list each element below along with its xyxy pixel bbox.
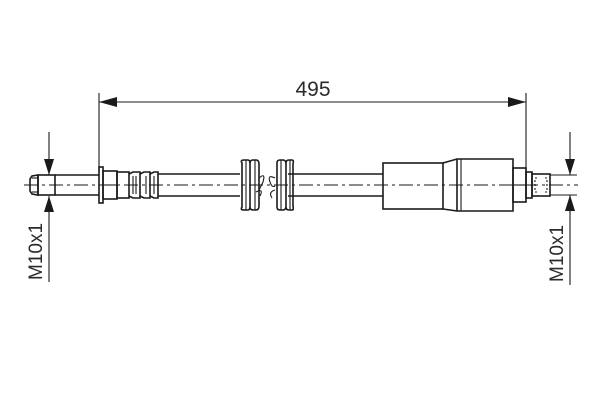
left-male-fitting: [29, 166, 159, 204]
overall-length-dimension: 495: [98, 78, 527, 172]
right-thread-arrow-down-icon: [565, 159, 575, 175]
right-thread-label: M10x1: [547, 225, 568, 282]
left-thread-arrow-down-icon: [44, 159, 54, 175]
left-thread-dimension: M10x1: [26, 132, 54, 282]
hose: [158, 173, 383, 197]
right-arrow-icon: [508, 97, 526, 107]
hose-clip-left: [240, 159, 265, 211]
hose-clip-right: [268, 159, 295, 211]
left-arrow-icon: [99, 97, 117, 107]
overall-length-label: 495: [295, 78, 330, 101]
right-thread-arrow-up-icon: [565, 195, 575, 211]
left-thread-label: M10x1: [26, 223, 47, 280]
right-thread-dimension: M10x1: [547, 132, 577, 285]
right-female-fitting: [382, 158, 551, 212]
left-thread-arrow-up-icon: [44, 196, 54, 212]
